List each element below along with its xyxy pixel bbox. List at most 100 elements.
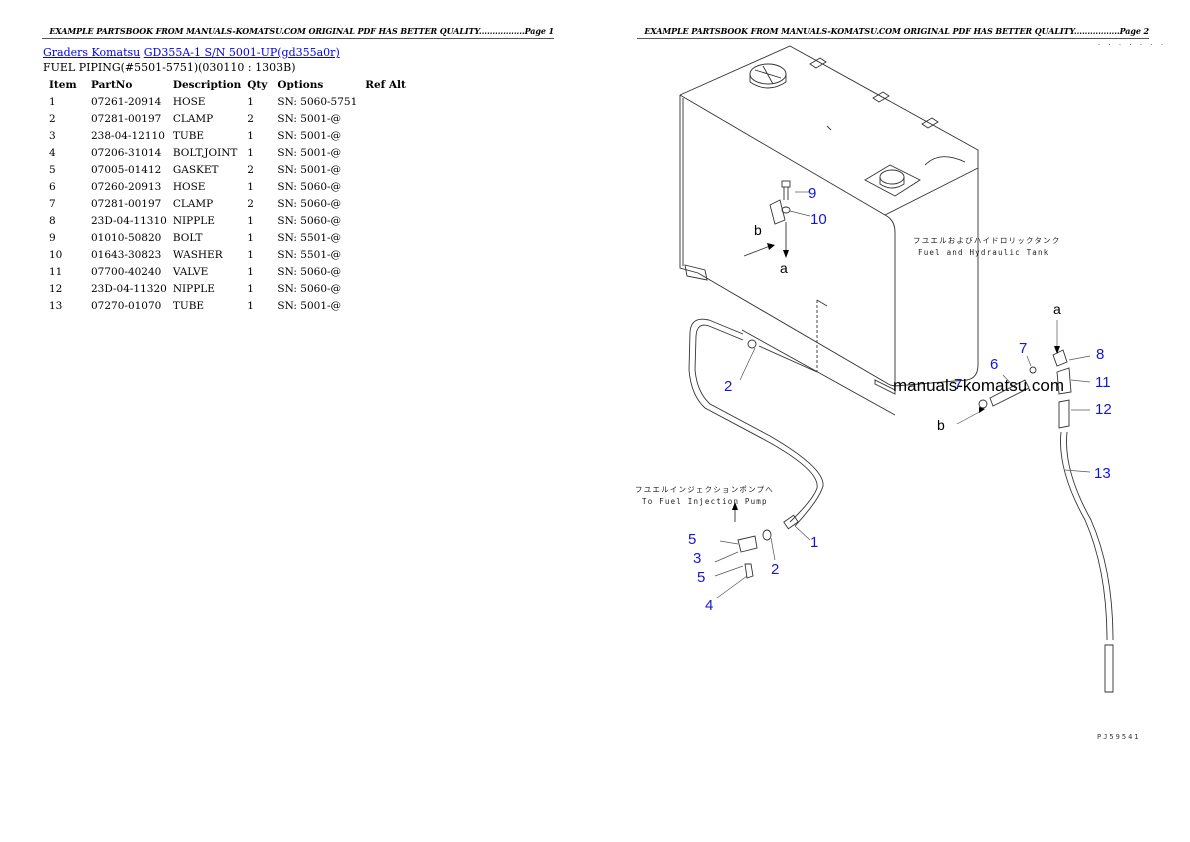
page-2: EXAMPLE PARTSBOOK FROM MANUALS-KOMATSU.C… [595, 0, 1190, 842]
cell-qty: 2 [247, 163, 254, 176]
callout-4: 4 [705, 597, 714, 614]
cell-item: 8 [49, 214, 56, 227]
callout-12: 12 [1095, 401, 1112, 418]
cell-description: GASKET [172, 163, 219, 176]
view-letter-a-valve: a [1053, 301, 1061, 317]
parts-table: Item PartNo Description Qty Options Ref … [43, 76, 410, 314]
col-description: Description [172, 78, 242, 91]
callout-11: 11 [1095, 374, 1111, 391]
cell-partno: 01010-50820 [91, 231, 162, 244]
cell-ref-alt [361, 127, 410, 144]
cell-partno: 07270-01070 [91, 299, 162, 312]
table-row: 12 23D-04-11320 NIPPLE 1 SN: 5060-@ [43, 280, 410, 297]
tank-illustration [679, 45, 979, 416]
drawing-code: PJ59541 [1097, 733, 1141, 741]
tank-label-jp: フユエルおよびハイドロリックタンク [913, 236, 1061, 245]
cell-description: VALVE [172, 265, 209, 278]
cell-description: TUBE [172, 129, 205, 142]
cell-description: WASHER [172, 248, 223, 261]
cell-partno: 07281-00197 [91, 112, 162, 125]
cell-partno: 07700-40240 [91, 265, 162, 278]
cell-qty: 1 [247, 282, 254, 295]
page-1: EXAMPLE PARTSBOOK FROM MANUALS-KOMATSU.C… [42, 26, 554, 314]
cell-options: SN: 5060-@ [277, 214, 342, 227]
page-2-header: EXAMPLE PARTSBOOK FROM MANUALS-KOMATSU.C… [637, 26, 1149, 39]
view-letter-a-tank: a [780, 260, 788, 276]
cell-options: SN: 5060-5751 [277, 95, 358, 108]
cell-options: SN: 5501-@ [277, 248, 342, 261]
view-letter-b-tank: b [754, 222, 762, 238]
cell-qty: 1 [247, 180, 254, 193]
col-ref-alt: Ref Alt [365, 78, 406, 91]
cell-description: HOSE [172, 95, 206, 108]
callout-13: 13 [1094, 465, 1111, 482]
cell-item: 5 [49, 163, 56, 176]
cell-qty: 1 [247, 146, 254, 159]
cell-ref-alt [361, 280, 410, 297]
cell-options: SN: 5501-@ [277, 231, 342, 244]
cell-item: 13 [49, 299, 63, 312]
cell-item: 6 [49, 180, 56, 193]
cell-ref-alt [361, 144, 410, 161]
cell-ref-alt [361, 263, 410, 280]
cell-partno: 07005-01412 [91, 163, 162, 176]
tank-label-en: Fuel and Hydraulic Tank [918, 248, 1050, 257]
cell-options: SN: 5060-@ [277, 197, 342, 210]
cell-item: 7 [49, 197, 56, 210]
callout-2-upper: 2 [724, 378, 733, 395]
cell-description: CLAMP [172, 112, 214, 125]
cell-description: NIPPLE [172, 282, 215, 295]
breadcrumb-link-graders[interactable]: Graders Komatsu [43, 46, 141, 59]
cell-item: 1 [49, 95, 56, 108]
col-qty: Qty [247, 78, 268, 91]
cell-qty: 2 [247, 112, 254, 125]
page-1-header: EXAMPLE PARTSBOOK FROM MANUALS-KOMATSU.C… [42, 26, 554, 39]
cell-partno: 01643-30823 [91, 248, 162, 261]
cell-ref-alt [361, 246, 410, 263]
callout-2-lower: 2 [771, 561, 780, 578]
cell-item: 12 [49, 282, 63, 295]
cell-partno: 07206-31014 [91, 146, 162, 159]
callout-8: 8 [1096, 346, 1105, 363]
cell-options: SN: 5001-@ [277, 129, 342, 142]
col-item: Item [49, 78, 77, 91]
cell-qty: 1 [247, 214, 254, 227]
cell-qty: 1 [247, 299, 254, 312]
col-options: Options [277, 78, 324, 91]
cell-qty: 1 [247, 95, 254, 108]
callout-7-upper: 7 [1019, 340, 1028, 357]
cell-partno: 23D-04-11320 [91, 282, 167, 295]
cell-partno: 23D-04-11310 [91, 214, 167, 227]
callout-5-lower: 5 [697, 569, 706, 586]
cell-description: CLAMP [172, 197, 214, 210]
cell-qty: 1 [247, 265, 254, 278]
corner-dots: · · · · · · · [1098, 41, 1166, 49]
cell-item: 11 [49, 265, 63, 278]
cell-item: 2 [49, 112, 56, 125]
cell-options: SN: 5001-@ [277, 146, 342, 159]
cell-item: 9 [49, 231, 56, 244]
cell-partno: 07260-20913 [91, 180, 162, 193]
cell-ref-alt [361, 93, 410, 110]
cell-ref-alt [361, 161, 410, 178]
cell-options: SN: 5060-@ [277, 282, 342, 295]
callout-10: 10 [810, 211, 827, 228]
breadcrumb-link-model[interactable]: GD355A-1 S/N 5001-UP(gd355a0r) [143, 46, 340, 59]
cell-ref-alt [361, 195, 410, 212]
tube-13 [1060, 431, 1108, 641]
cell-ref-alt [361, 110, 410, 127]
cell-qty: 1 [247, 231, 254, 244]
cell-ref-alt [361, 229, 410, 246]
cell-ref-alt [361, 178, 410, 195]
callout-1: 1 [810, 534, 819, 551]
